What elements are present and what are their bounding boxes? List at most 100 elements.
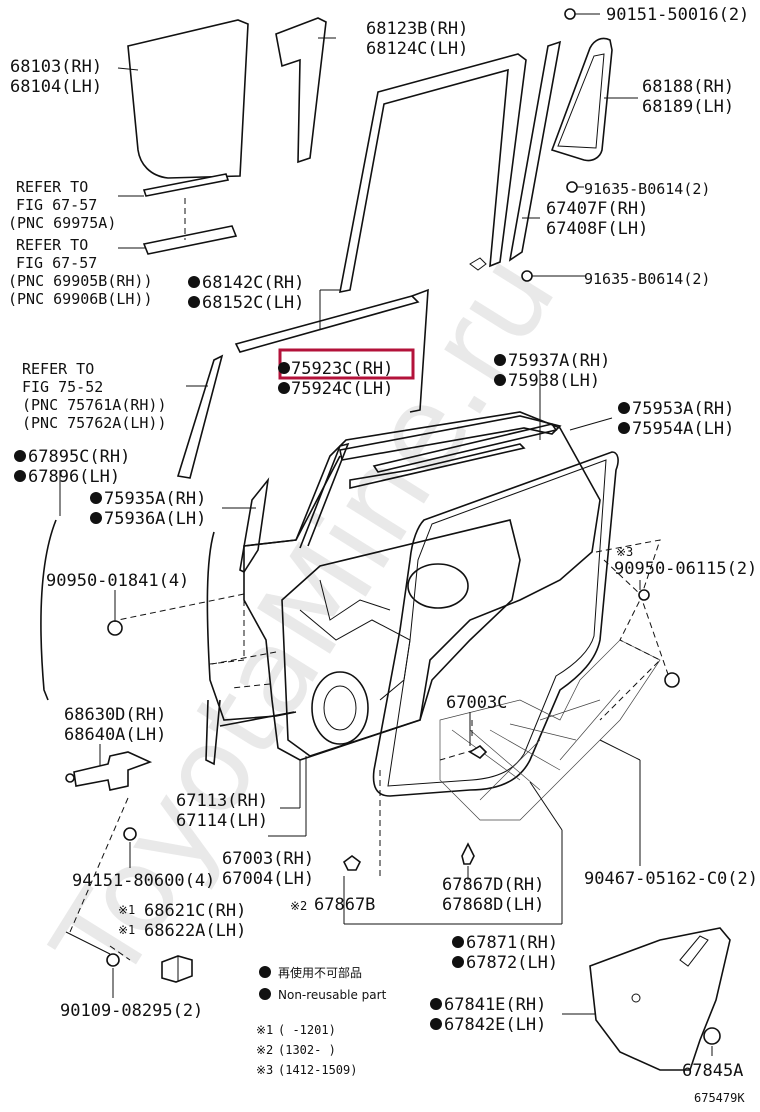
ref3-line-d: (PNC 75762A(LH))	[22, 414, 167, 432]
pillar-garnish-drawing	[176, 354, 224, 479]
label-75953a[interactable]: 75953A(RH)	[632, 399, 734, 419]
legend-note2-mark: ※2	[256, 1043, 273, 1057]
speaker-opening-drawing	[311, 671, 369, 745]
label-75954a[interactable]: 75954A(LH)	[632, 419, 734, 439]
ref1-line-b[interactable]: FIG 67-57	[16, 196, 97, 214]
service-hole-cover-drawing	[589, 927, 731, 1071]
label-68188[interactable]: 68188(RH)	[642, 77, 734, 97]
non-reusable-dot	[452, 936, 464, 948]
door-seal-drawing	[205, 699, 295, 766]
ref1-line-c: (PNC 69975A)	[8, 214, 116, 232]
ref2-line-c: (PNC 69905B(RH))	[8, 272, 153, 290]
label-68124c[interactable]: 68124C(LH)	[366, 39, 468, 59]
bolt-icon	[106, 953, 120, 967]
door-glass-drawing	[127, 19, 249, 179]
label-90109-08295[interactable]: 90109-08295(2)	[60, 1001, 203, 1021]
legend-dot-icon	[259, 988, 271, 1000]
non-reusable-dot	[188, 296, 200, 308]
label-68640a[interactable]: 68640A(LH)	[64, 725, 166, 745]
door-hinge-drawing	[73, 751, 153, 791]
label-67113[interactable]: 67113(RH)	[176, 791, 268, 811]
label-75936a[interactable]: 75936A(LH)	[104, 509, 206, 529]
label-68104[interactable]: 68104(LH)	[10, 77, 102, 97]
label-67896[interactable]: 67896(LH)	[28, 467, 120, 487]
ref2-line-d: (PNC 69906B(LH))	[8, 290, 153, 308]
note2-mark: ※2	[290, 899, 307, 913]
non-reusable-dot	[494, 354, 506, 366]
label-94151-80600[interactable]: 94151-80600(4)	[72, 871, 215, 891]
label-67868d[interactable]: 67868D(LH)	[442, 895, 544, 915]
quarter-glass-drawing	[550, 37, 613, 162]
label-68103[interactable]: 68103(RH)	[10, 57, 102, 77]
label-68630d[interactable]: 68630D(RH)	[64, 705, 166, 725]
grommet-icon	[468, 744, 488, 760]
outer-weatherstrip-drawing	[234, 295, 420, 353]
note1-mark-a: ※1	[118, 903, 135, 917]
label-68123b[interactable]: 68123B(RH)	[366, 19, 468, 39]
label-90151-50016[interactable]: 90151-50016(2)	[606, 5, 749, 25]
label-67004[interactable]: 67004(LH)	[222, 869, 314, 889]
label-67871[interactable]: 67871(RH)	[466, 933, 558, 953]
label-75923c[interactable]: 75923C(RH)	[291, 359, 393, 379]
legend-note3: (1412-1509)	[278, 1063, 357, 1077]
door-weatherstrip-drawing	[372, 451, 619, 797]
label-68622a[interactable]: 68622A(LH)	[144, 921, 246, 941]
glass-run-drawing	[275, 17, 327, 164]
non-reusable-dot	[430, 1018, 442, 1030]
label-68189[interactable]: 68189(LH)	[642, 97, 734, 117]
non-reusable-dot	[14, 450, 26, 462]
label-67408f[interactable]: 67408F(LH)	[546, 219, 648, 239]
label-67845a[interactable]: 67845A	[682, 1061, 743, 1081]
label-75935a[interactable]: 75935A(RH)	[104, 489, 206, 509]
label-67003c[interactable]: 67003C	[446, 693, 507, 713]
label-67867d[interactable]: 67867D(RH)	[442, 875, 544, 895]
label-91635-bottom[interactable]: 91635-B0614(2)	[584, 270, 710, 288]
label-90467-05162[interactable]: 90467-05162-C0(2)	[584, 869, 758, 889]
non-reusable-dot	[90, 492, 102, 504]
non-reusable-dot	[618, 422, 630, 434]
ref3-line-a: REFER TO	[22, 360, 94, 378]
ref2-line-b[interactable]: FIG 67-57	[16, 254, 97, 272]
label-75937a[interactable]: 75937A(RH)	[508, 351, 610, 371]
label-68621c[interactable]: 68621C(RH)	[144, 901, 246, 921]
label-67114[interactable]: 67114(LH)	[176, 811, 268, 831]
label-75938[interactable]: 75938(LH)	[508, 371, 600, 391]
legend-note3-mark: ※3	[256, 1063, 273, 1077]
label-67842e[interactable]: 67842E(LH)	[444, 1015, 546, 1035]
legend-note1-mark: ※1	[256, 1023, 273, 1037]
ref2-line-a: REFER TO	[16, 236, 88, 254]
label-67872[interactable]: 67872(LH)	[466, 953, 558, 973]
label-75924c[interactable]: 75924C(LH)	[291, 379, 393, 399]
ref3-line-b[interactable]: FIG 75-52	[22, 378, 103, 396]
label-67895c[interactable]: 67895C(RH)	[28, 447, 130, 467]
label-68152c[interactable]: 68152C(LH)	[202, 293, 304, 313]
edge-trim-drawing	[40, 519, 57, 701]
non-reusable-dot	[494, 374, 506, 386]
ref3-line-c: (PNC 75761A(RH))	[22, 396, 167, 414]
label-90950-01841[interactable]: 90950-01841(4)	[46, 571, 189, 591]
label-67003[interactable]: 67003(RH)	[222, 849, 314, 869]
door-frame-run-drawing	[338, 53, 527, 294]
label-68142c[interactable]: 68142C(RH)	[202, 273, 304, 293]
belt-strip-drawing	[142, 173, 230, 197]
clip-icon	[107, 620, 123, 636]
non-reusable-dot	[452, 956, 464, 968]
label-67867b[interactable]: 67867B	[314, 895, 375, 915]
bolt-icon	[123, 827, 137, 841]
legend-note1: ( -1201)	[278, 1023, 336, 1037]
bracket-drawing	[161, 955, 193, 983]
non-reusable-dot	[430, 998, 442, 1010]
label-67407f[interactable]: 67407F(RH)	[546, 199, 648, 219]
clip-icon	[703, 1027, 721, 1045]
label-90950-06115[interactable]: 90950-06115(2)	[614, 559, 757, 579]
label-67841e[interactable]: 67841E(RH)	[444, 995, 546, 1015]
ref1-line-a: REFER TO	[16, 178, 88, 196]
non-reusable-dot	[90, 512, 102, 524]
non-reusable-dot	[278, 362, 290, 374]
legend-note2: (1302- )	[278, 1043, 336, 1057]
bolt-icon	[566, 181, 578, 193]
clip-icon	[664, 672, 680, 688]
belt-strip-drawing	[142, 225, 238, 255]
label-91635-top[interactable]: 91635-B0614(2)	[584, 180, 710, 198]
